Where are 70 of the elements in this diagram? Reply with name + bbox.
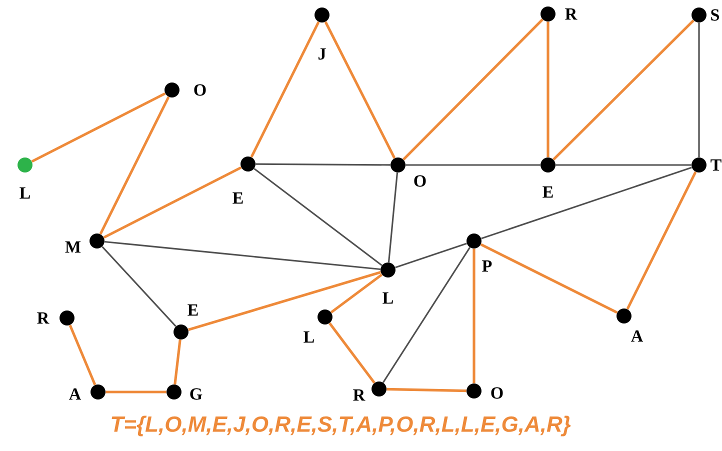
node-label: E <box>542 186 553 198</box>
graph-edge <box>31 92 166 163</box>
graph-edge <box>103 166 242 239</box>
graph-edge <box>698 22 700 158</box>
graph-edge <box>546 22 550 158</box>
node-label: M <box>65 241 81 253</box>
node-label: E <box>232 192 243 204</box>
node-label: L <box>382 292 393 304</box>
node-label: L <box>20 187 30 199</box>
graph-edge <box>250 21 320 158</box>
graph-vertex: R <box>353 382 386 401</box>
graph-edge <box>99 96 170 235</box>
node-label: R <box>37 312 50 324</box>
graph-edge <box>106 390 166 394</box>
graph-edge <box>102 246 176 327</box>
node-label: T <box>710 159 722 171</box>
graph-edge <box>552 20 694 160</box>
graph-vertex: E <box>540 158 556 198</box>
graph-edge <box>402 18 544 160</box>
graph-edge <box>254 168 382 266</box>
graph-vertex: O <box>164 82 206 98</box>
graph-vertex: E <box>232 156 256 204</box>
graph-vertex: O <box>466 384 503 399</box>
graph-edge <box>324 21 396 159</box>
graph-vertex: J <box>314 8 330 60</box>
graph-edge <box>626 171 697 310</box>
set-notation: T={L,O,M,E,J,O,R,E,S,T,A,P,O,R,L,L,E,G,A,R} <box>112 416 571 436</box>
graph-vertex: G <box>166 384 202 400</box>
node-label: A <box>69 388 82 400</box>
graph-edge <box>104 240 380 270</box>
graph-vertex: P <box>466 234 492 272</box>
graph-vertex: E <box>174 304 198 340</box>
node-label: O <box>414 175 426 187</box>
node-label: J <box>318 48 326 60</box>
graph-edge <box>556 164 692 166</box>
node-label: R <box>565 8 578 20</box>
graph-vertex: L <box>380 262 396 304</box>
graph-vertex: M <box>65 234 104 253</box>
graph-edge <box>406 164 540 166</box>
graph-edge <box>395 242 467 268</box>
graph-vertex: O <box>390 158 426 187</box>
node-label: O <box>194 84 206 96</box>
graph-edge <box>388 172 398 262</box>
graph-edge <box>330 274 383 314</box>
graph-edge <box>472 248 476 384</box>
node-label: E <box>188 304 198 316</box>
graph-vertex: A <box>69 384 106 400</box>
graph-vertex: T <box>692 158 722 172</box>
graph-edge <box>382 247 471 383</box>
graph-edge <box>68 324 96 386</box>
node-label: L <box>304 331 314 343</box>
node-label: A <box>631 330 644 342</box>
graph-vertex: L <box>304 310 332 343</box>
graph-vertex: A <box>616 308 644 342</box>
node-label: G <box>190 388 202 400</box>
graph-edge <box>481 166 692 240</box>
graph-vertex: S <box>692 8 720 22</box>
graph-vertex: R <box>37 310 74 326</box>
node-label: O <box>491 387 503 399</box>
node-label: R <box>353 389 366 401</box>
node-label: S <box>711 9 720 21</box>
graph-edge <box>256 163 390 166</box>
graph-edge <box>188 270 381 332</box>
graph-vertex: L <box>18 158 32 199</box>
graph-edge <box>174 340 182 384</box>
graph-edge <box>386 388 466 392</box>
node-label: P <box>482 260 492 272</box>
graph-vertex: R <box>540 6 578 22</box>
graph-edge <box>328 322 376 384</box>
graph-edge <box>480 243 618 314</box>
